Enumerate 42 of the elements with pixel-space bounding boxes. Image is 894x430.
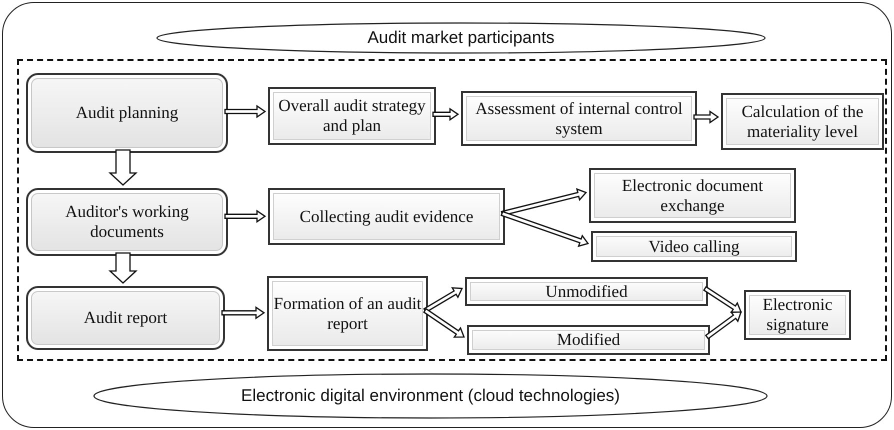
arrow — [423, 287, 463, 314]
process-box — [267, 276, 428, 351]
box-label: Electronic document exchange — [620, 176, 764, 216]
arrow — [432, 108, 460, 122]
arrow — [703, 286, 742, 313]
process-box — [589, 168, 796, 223]
stage-box — [26, 188, 228, 256]
box-label: Unmodified — [545, 282, 628, 302]
dashed-frame — [17, 59, 887, 361]
box-label: Audit planning — [76, 103, 178, 123]
arrow — [423, 308, 465, 338]
box-label: Electronic signature — [762, 295, 834, 335]
box-label: Assessment of internal control system — [474, 98, 684, 138]
box-label: Audit report — [84, 308, 168, 328]
arrow — [221, 306, 266, 320]
process-box — [744, 290, 851, 340]
stage-box — [26, 73, 228, 153]
process-box — [721, 93, 884, 150]
process-box — [268, 87, 436, 145]
box-label: Auditor's working documents — [64, 202, 190, 242]
arrow — [500, 188, 588, 216]
arrow — [224, 210, 266, 224]
process-box — [461, 91, 697, 146]
arrow — [693, 110, 720, 124]
process-box — [591, 231, 797, 262]
process-box — [467, 325, 710, 355]
box-label: Overall audit strategy and plan — [277, 96, 427, 136]
box-label: Modified — [556, 330, 620, 350]
box-label: Audit market participants — [367, 27, 555, 49]
arrow — [500, 210, 590, 248]
arrow — [704, 311, 742, 340]
process-box — [268, 188, 505, 245]
stage-box — [26, 286, 225, 350]
arrow — [224, 104, 266, 118]
arrow — [108, 252, 138, 284]
process-box — [465, 277, 708, 306]
box-label: Calculation of the materiality level — [740, 102, 864, 142]
box-label: Collecting audit evidence — [300, 206, 474, 226]
box-label: Video calling — [648, 236, 740, 256]
box-label: Electronic digital environment (cloud technologies) — [241, 385, 620, 407]
box-label: Formation of an audit report — [273, 294, 422, 334]
arrow — [108, 149, 138, 186]
